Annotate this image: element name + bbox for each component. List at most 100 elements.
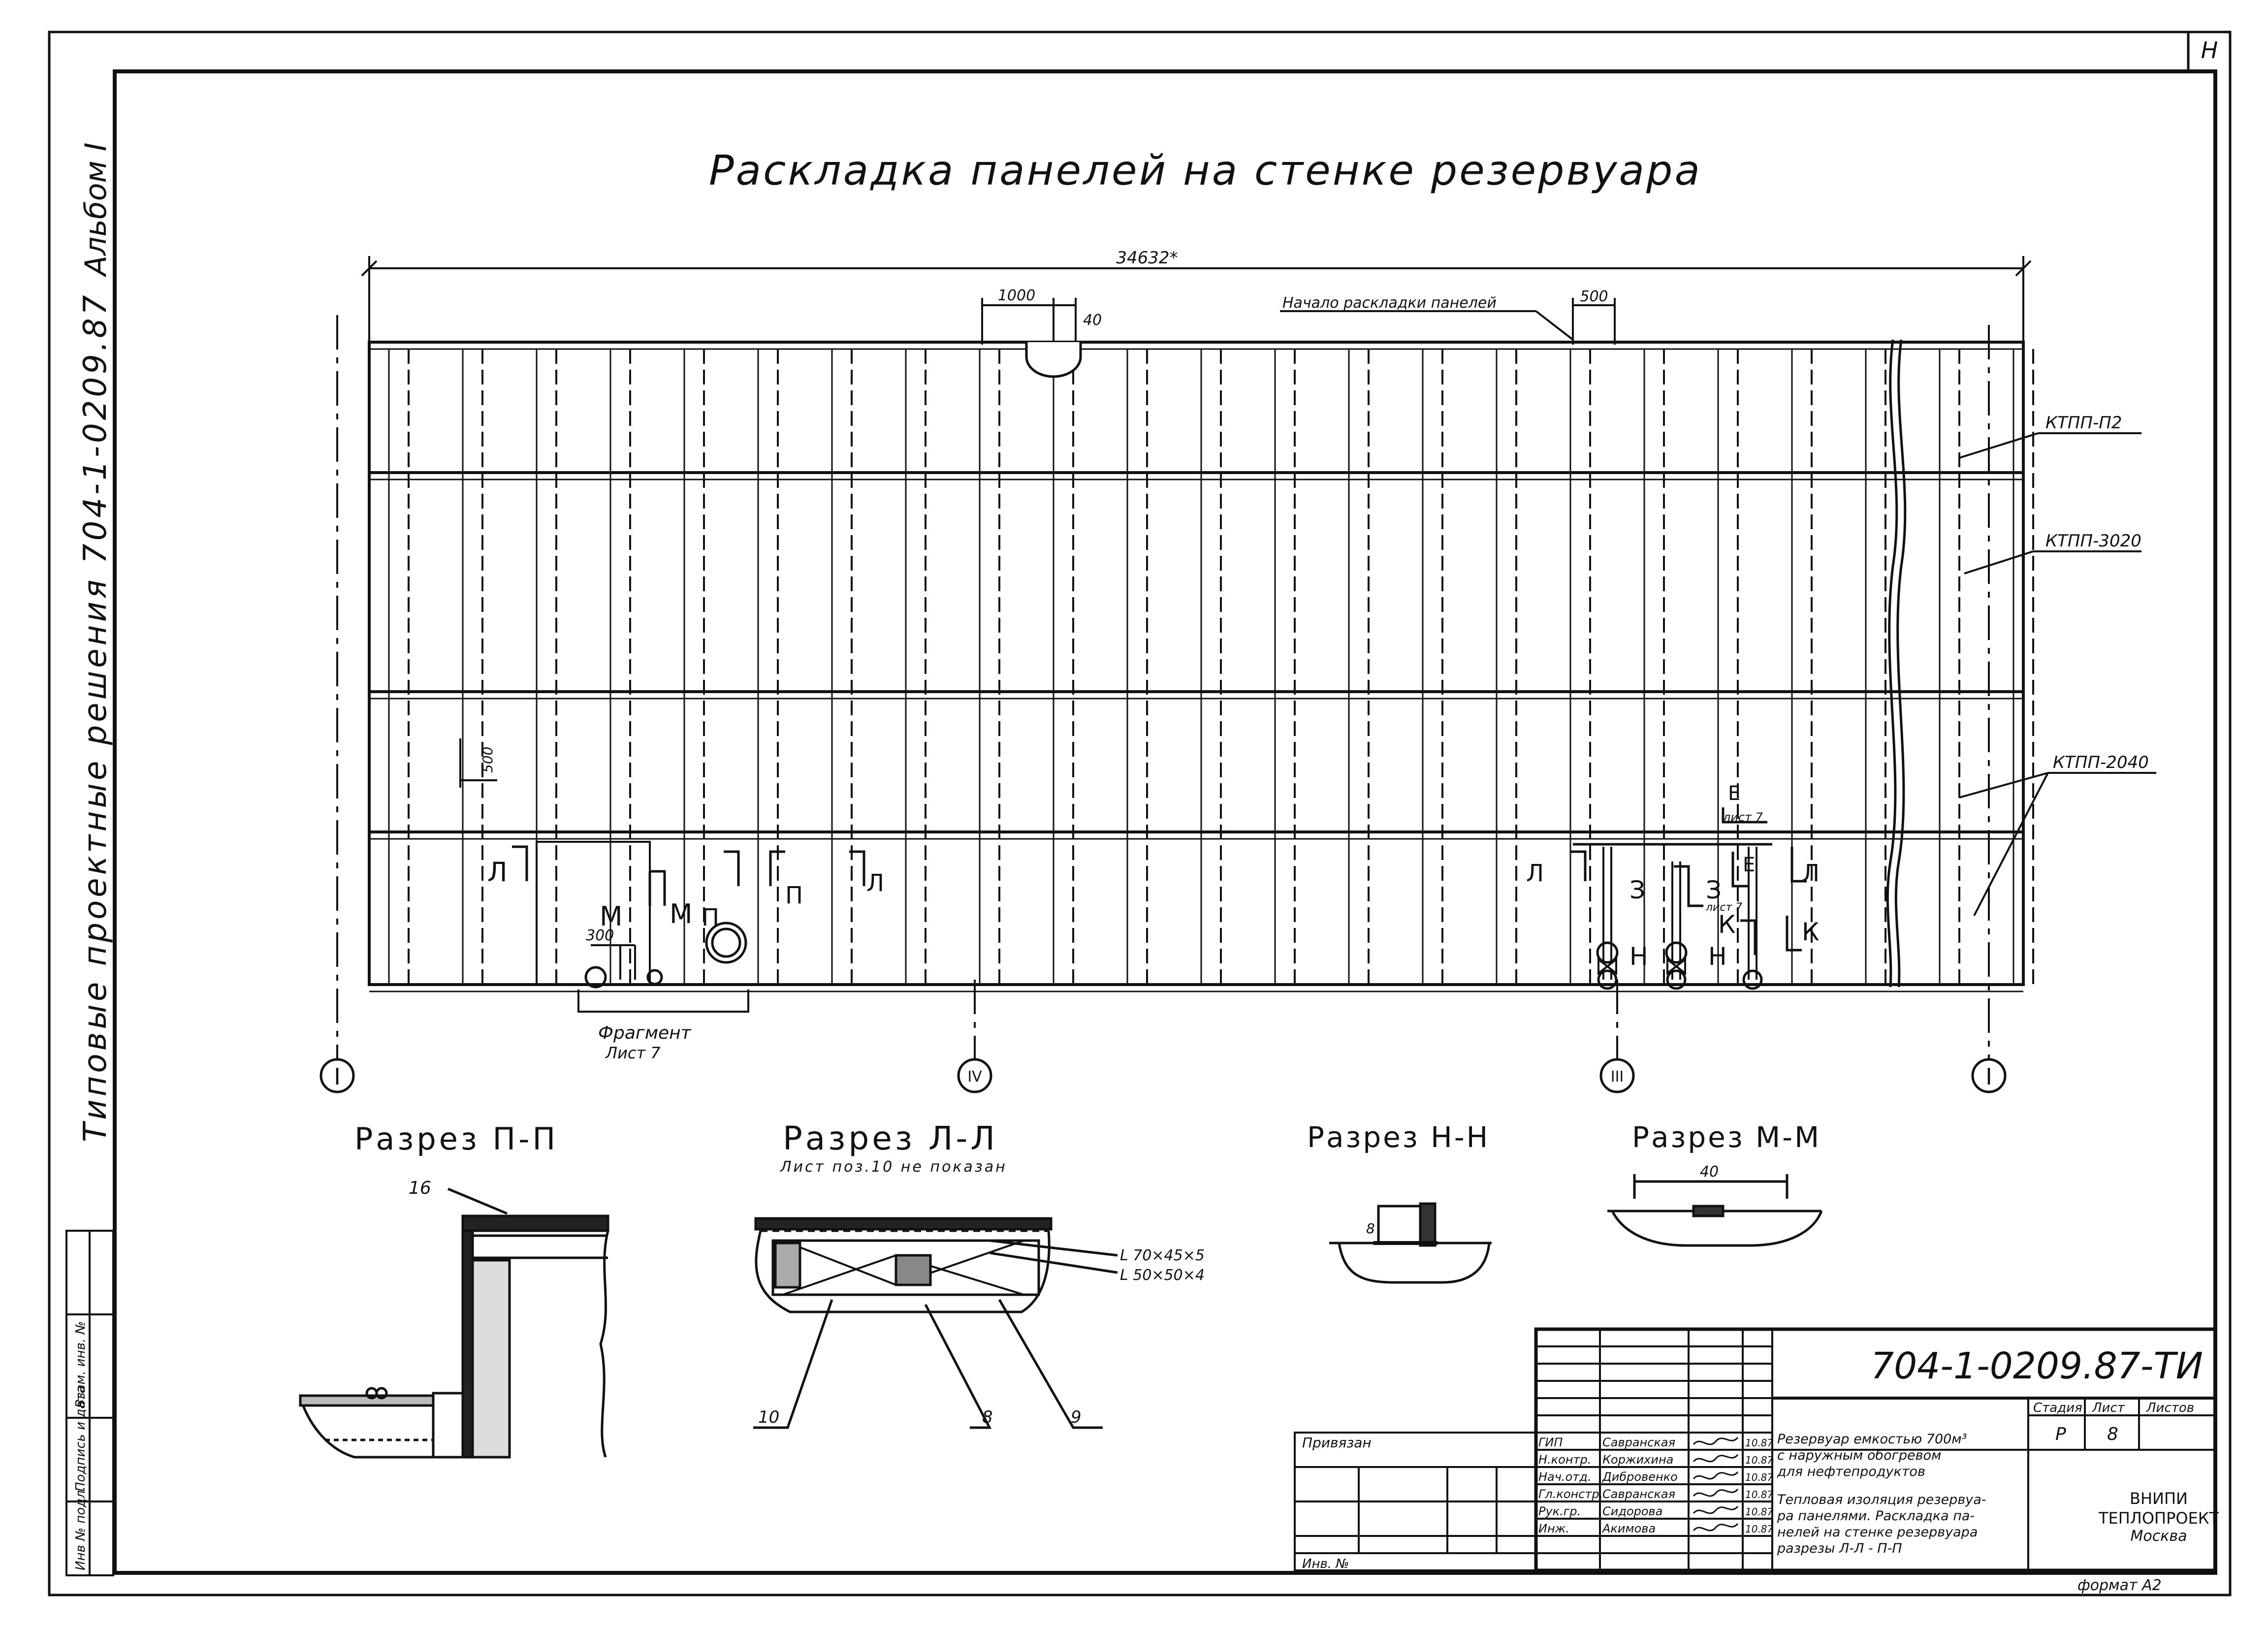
title-block-name: Коржихина <box>1602 1453 1673 1467</box>
panel-label-3020: КТПП-3020 <box>2045 531 2141 551</box>
fragment-bracket <box>577 990 749 1013</box>
margin-stamp <box>65 1230 114 1576</box>
sheet-value: 8 <box>2107 1424 2118 1444</box>
section-nn-drawing <box>1329 1202 1492 1284</box>
axis-label-4: I <box>1985 1063 1992 1090</box>
dim-500-left-value: 500 <box>479 747 496 773</box>
inner-frame <box>113 69 2217 1575</box>
section-ll-angle1: L 70×45×5 <box>1120 1247 1205 1264</box>
panel-leaders <box>1959 432 2156 916</box>
object-line1: Резервуар емкостью 700м³ <box>1777 1432 1967 1447</box>
mark-K-2: К <box>1802 918 1820 946</box>
section-ll-pos8: 8 <box>982 1407 993 1427</box>
overall-dimension-value: 34632* <box>1116 248 1178 268</box>
axis-markers <box>319 1058 2007 1093</box>
opening <box>536 841 651 986</box>
valve <box>1666 957 1686 976</box>
sheet-format: формат А2 <box>2077 1577 2162 1594</box>
cut-marks <box>512 807 1807 955</box>
title-block-name: Дибровенко <box>1602 1470 1678 1484</box>
nozzle <box>711 927 741 958</box>
bound-label: Привязан <box>1302 1435 1372 1451</box>
dim-500-top: 500 <box>1580 288 1608 305</box>
axis-label-3: III <box>1611 1068 1624 1085</box>
overall-dimension <box>361 256 2032 345</box>
mark-E-2: Е <box>1743 854 1755 876</box>
wall-elevation <box>368 339 2034 992</box>
mark-M-1: М <box>600 901 623 932</box>
sheet-desc-line4: разрезы Л-Л - П-П <box>1777 1541 1902 1556</box>
mark-N-2: Н <box>1708 942 1727 971</box>
dim-300 <box>591 944 636 980</box>
start-label-leader <box>1280 298 1616 345</box>
mark-M-2: М <box>670 898 693 929</box>
mark-L-left: Л <box>487 857 508 888</box>
nozzle <box>584 966 607 989</box>
section-ll-pos10: 10 <box>758 1407 779 1427</box>
nozzle <box>705 922 747 964</box>
org-line1: ВНИПИ <box>2130 1489 2188 1508</box>
object-line2: с наружным обогревом <box>1777 1448 1941 1463</box>
mark-Z-1: З <box>1629 876 1645 904</box>
mark-Z-2: З <box>1706 876 1722 904</box>
drawing-title: Раскладка панелей на стенке резервуара <box>709 146 1702 194</box>
sheet-header: Лист <box>2092 1401 2125 1415</box>
title-block-role: Рук.гр. <box>1538 1504 1581 1518</box>
title-block-role: Гл.констр. <box>1538 1487 1603 1501</box>
title-block-role: Н.контр. <box>1538 1453 1591 1467</box>
mark-E-sub: лист 7 <box>1723 810 1763 824</box>
outer-border <box>48 31 2232 1596</box>
wall-frame <box>368 341 2025 986</box>
axis-label-1: I <box>334 1063 341 1090</box>
title-block-role: Нач.отд. <box>1538 1470 1591 1484</box>
stage-value: Р <box>2055 1424 2066 1444</box>
dim-1000-value: 1000 <box>998 287 1035 304</box>
mark-Z-sub: лист 7 <box>1705 901 1742 914</box>
section-nn-pos8: 8 <box>1366 1220 1375 1237</box>
section-mm-drawing <box>1607 1174 1823 1247</box>
mark-N-1: Н <box>1629 942 1648 971</box>
title-block-date: 10.87 <box>1745 1437 1774 1449</box>
title-block-name: Сидорова <box>1602 1504 1662 1518</box>
manhole-notch <box>1025 342 1082 378</box>
nozzle <box>1596 941 1619 964</box>
sheet-desc-line1: Тепловая изоляция резервуа- <box>1777 1492 1986 1507</box>
mark-P-1: П <box>702 904 719 931</box>
margin-label-inv: Инв № подл. <box>73 1486 88 1570</box>
signature <box>1693 1488 1739 1497</box>
nozzle <box>646 969 663 986</box>
mark-L-right2: Л <box>1802 860 1820 887</box>
title-block-name: Савранская <box>1602 1436 1675 1449</box>
title-block-date: 10.87 <box>1745 1506 1774 1518</box>
section-mm-title: Разрез М-М <box>1632 1120 1821 1154</box>
mark-L-mid: Л <box>866 869 884 897</box>
signature <box>1693 1471 1739 1480</box>
signature <box>1693 1436 1739 1445</box>
panel-label-p2: КТПП-П2 <box>2045 413 2122 433</box>
break-line <box>1894 339 1907 988</box>
margin-label-repl: Взам. инв. № <box>73 1321 88 1408</box>
title-block-lines <box>1294 1327 2217 1572</box>
margin-label-sign: Подпись и дата <box>73 1386 88 1492</box>
title-block-role: ГИП <box>1538 1436 1563 1449</box>
mark-E-1: Е <box>1728 782 1740 805</box>
section-ll-angle2: L 50×50×4 <box>1120 1267 1205 1284</box>
title-block-name: Савранская <box>1602 1487 1675 1501</box>
section-mm-dim: 40 <box>1700 1163 1719 1181</box>
section-ll-drawing <box>753 1217 1118 1429</box>
sheet-desc-line3: нелей на стенке резервуара <box>1777 1525 1978 1540</box>
inv-label: Инв. № <box>1302 1557 1349 1571</box>
sheets-header: Листов <box>2146 1401 2194 1415</box>
stage-header: Стадия <box>2033 1401 2082 1415</box>
dim-40-value: 40 <box>1083 312 1102 329</box>
mark-P-2: П <box>785 882 803 909</box>
org-city: Москва <box>2131 1528 2187 1545</box>
dim-1000 <box>981 298 1077 345</box>
fragment-line2: Лист 7 <box>605 1044 661 1062</box>
title-block-date: 10.87 <box>1745 1523 1774 1535</box>
nozzle <box>1666 969 1687 990</box>
panel-label-2040: КТПП-2040 <box>2053 753 2149 772</box>
title-block-date: 10.87 <box>1745 1454 1774 1466</box>
